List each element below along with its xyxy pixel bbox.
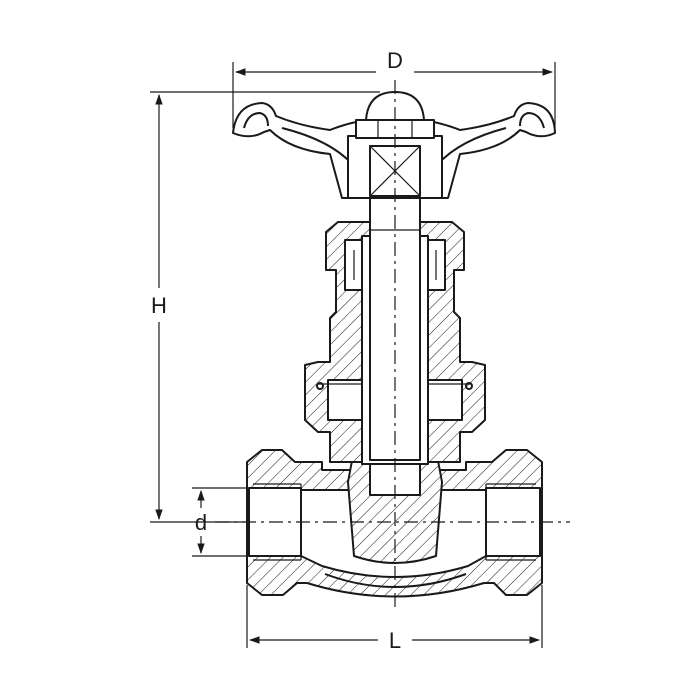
handwheel [232, 91, 556, 199]
dimension-d-port: d [192, 487, 249, 557]
dimension-l-length: L [246, 585, 543, 653]
label-diameter: D [387, 48, 403, 73]
dimension-d-width: D [232, 48, 556, 128]
label-height: H [151, 293, 167, 318]
label-port: d [195, 510, 207, 535]
dimension-h-height: H [150, 91, 380, 523]
label-length: L [389, 628, 401, 653]
